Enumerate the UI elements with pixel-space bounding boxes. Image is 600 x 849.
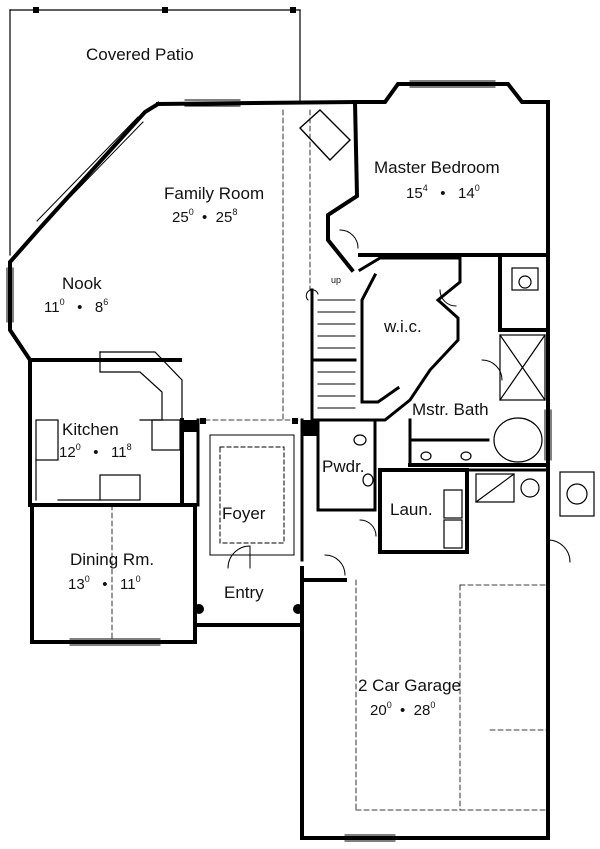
master-bedroom-dims: 154 • 140 bbox=[406, 183, 480, 202]
exterior-walls bbox=[8, 82, 550, 840]
garage-dims: 200 • 280 bbox=[370, 700, 436, 719]
laundry-label: Laun. bbox=[390, 500, 433, 519]
entry-columns bbox=[182, 418, 318, 614]
nook-label: Nook bbox=[62, 274, 102, 293]
covered-patio-label: Covered Patio bbox=[86, 45, 194, 64]
wic-label: w.i.c. bbox=[384, 317, 422, 336]
family-room-dims: 250 • 258 bbox=[172, 207, 238, 226]
nook-dims: 110 • 86 bbox=[44, 297, 109, 316]
dining-label: Dining Rm. bbox=[70, 550, 155, 569]
mstr-bath-label: Mstr. Bath bbox=[412, 400, 489, 419]
foyer-inlay bbox=[209, 434, 295, 556]
laundry-fixtures bbox=[443, 471, 595, 549]
stair-up-label: up bbox=[331, 275, 342, 285]
door-swings bbox=[227, 229, 571, 576]
dashed-lines bbox=[111, 109, 549, 811]
family-room-label: Family Room bbox=[164, 184, 265, 203]
windows bbox=[6, 80, 552, 842]
kitchen-label: Kitchen bbox=[62, 420, 119, 439]
interior-walls bbox=[196, 256, 550, 562]
entry-label: Entry bbox=[224, 583, 264, 602]
master-bedroom-label: Master Bedroom bbox=[374, 158, 500, 177]
dining-dims: 130 • 110 bbox=[68, 574, 141, 593]
patio-columns bbox=[33, 7, 296, 13]
garage-label: 2 Car Garage bbox=[358, 676, 461, 695]
kitchen-dims: 120 • 118 bbox=[59, 442, 132, 461]
fireplace bbox=[299, 109, 351, 162]
kitchen-counters bbox=[35, 351, 183, 501]
stairs bbox=[305, 289, 356, 409]
covered-patio-outline bbox=[9, 9, 301, 256]
powder-label: Pwdr. bbox=[322, 457, 365, 476]
bath-fixtures bbox=[353, 267, 546, 487]
foyer-label: Foyer bbox=[222, 504, 266, 523]
